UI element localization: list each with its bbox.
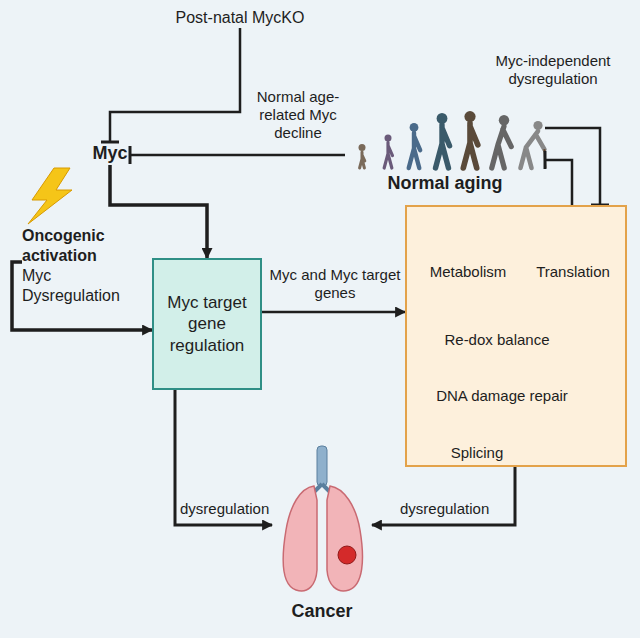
connector bbox=[12, 262, 152, 330]
person-body bbox=[436, 125, 450, 168]
node-text: Myc bbox=[90, 142, 130, 165]
oncogenic-label: Oncogenic activationMyc Dysregulation bbox=[22, 226, 144, 306]
node-text: Myc Dysregulation bbox=[22, 266, 144, 306]
connector bbox=[262, 311, 405, 314]
walking-cane bbox=[543, 149, 546, 168]
edge-label: dysregulation bbox=[180, 500, 280, 518]
node-text: Metabolism bbox=[413, 263, 523, 282]
aging-node: Normal aging bbox=[345, 100, 545, 198]
lightning-icon bbox=[28, 168, 72, 224]
node-text: Translation bbox=[521, 263, 625, 282]
person-head bbox=[533, 121, 542, 130]
process-box: Myc target gene regulation bbox=[152, 258, 262, 390]
node-text: Post-natal MycKO bbox=[160, 8, 320, 28]
person-body bbox=[492, 126, 512, 168]
node-text: Oncogenic activation bbox=[22, 226, 144, 266]
edge-label: Myc and Myc target genes bbox=[268, 266, 402, 302]
person-body bbox=[384, 142, 392, 168]
edge-label: Normal age-related Myc decline bbox=[252, 88, 344, 142]
person-body bbox=[520, 131, 544, 168]
connector bbox=[110, 28, 240, 142]
aging-people-illustration bbox=[359, 111, 546, 168]
edge-label: dysregulation bbox=[400, 500, 510, 518]
node-text: Splicing bbox=[427, 444, 527, 463]
node-text: Normal aging bbox=[345, 172, 545, 195]
edge-label: Myc-independent dysregulation bbox=[478, 52, 628, 88]
connector bbox=[110, 165, 207, 258]
person-body bbox=[409, 133, 420, 168]
node-text: Cancer bbox=[262, 600, 382, 623]
connector bbox=[545, 160, 572, 205]
person-body bbox=[360, 152, 365, 168]
connector bbox=[545, 128, 600, 205]
node-text: Re-dox balance bbox=[427, 331, 567, 350]
process-panel: MetabolismTranslationRe-dox balanceDNA d… bbox=[405, 205, 627, 467]
cancer-node: Cancer bbox=[272, 440, 372, 628]
person-head bbox=[410, 123, 419, 132]
lungs-illustration bbox=[283, 446, 362, 591]
node-text: DNA damage repair bbox=[417, 387, 587, 406]
person-body bbox=[463, 123, 478, 168]
connector bbox=[130, 154, 345, 157]
person-head bbox=[385, 134, 392, 141]
intervention-label: Post-natal MycKO bbox=[160, 8, 320, 28]
person-head bbox=[359, 144, 366, 151]
node-text: Myc target gene regulation bbox=[160, 292, 254, 356]
connector bbox=[372, 467, 515, 525]
gene-label: Myc bbox=[90, 142, 130, 165]
